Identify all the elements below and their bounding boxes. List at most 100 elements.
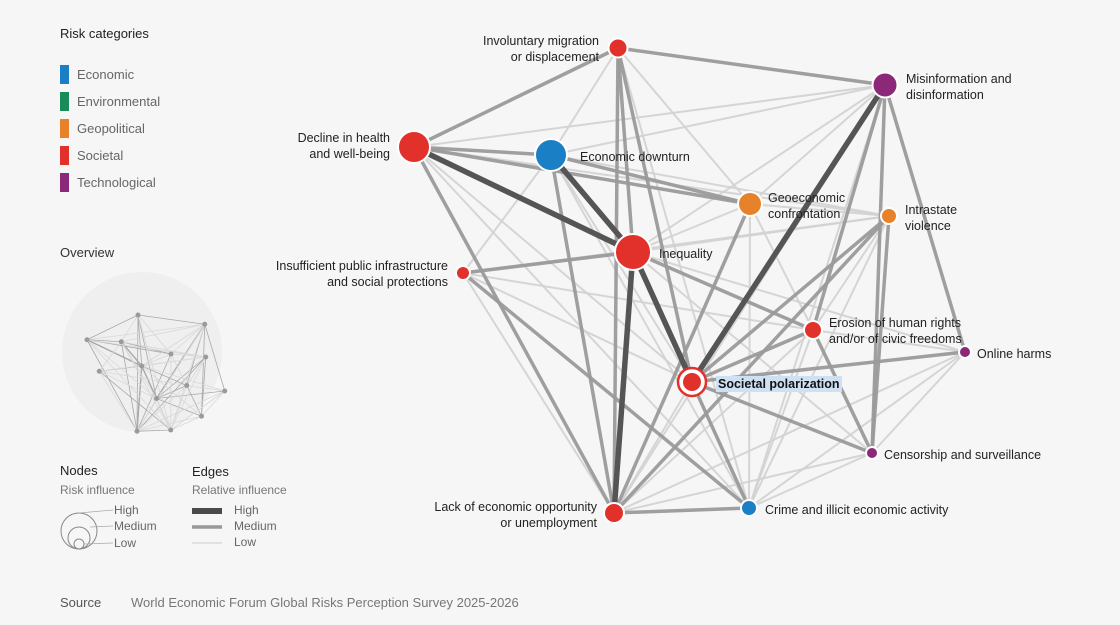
- category-label: Economic: [77, 67, 135, 82]
- node-label-line: or displacement: [510, 50, 599, 64]
- category-label: Societal: [77, 148, 124, 163]
- node-label-economic-downturn[interactable]: Economic downturn: [580, 149, 690, 165]
- category-swatch: [60, 173, 69, 192]
- overview-edge: [137, 314, 143, 367]
- node-label-censorship[interactable]: Censorship and surveillance: [884, 447, 1041, 463]
- node-label-societal-polarization[interactable]: Societal polarization: [716, 376, 842, 392]
- node-insufficient-infrastructure[interactable]: [455, 265, 471, 281]
- category-label: Technological: [77, 175, 156, 190]
- overview-node: [134, 428, 140, 434]
- overview-edge: [156, 398, 172, 431]
- edge-geoeconomic-confrontation-erosion-rights: [749, 203, 814, 331]
- node-lack-opportunity[interactable]: [603, 502, 625, 524]
- overview-edge: [136, 429, 171, 432]
- edge-inequality-erosion-rights: [631, 250, 815, 332]
- edge-involuntary-migration-crime: [617, 47, 750, 509]
- overview-edge: [121, 341, 206, 358]
- overview-edge: [136, 415, 202, 432]
- node-circle: [607, 37, 629, 59]
- node-label-online-harms[interactable]: Online harms: [977, 346, 1051, 362]
- overview-edge: [99, 356, 206, 372]
- category-label: Geopolitical: [77, 121, 145, 136]
- node-involuntary-migration[interactable]: [607, 37, 629, 59]
- overview-edge: [86, 339, 157, 399]
- edge-censorship-crime: [748, 452, 873, 509]
- node-geoeconomic-confrontation[interactable]: [737, 191, 763, 217]
- overview-edge: [186, 385, 225, 392]
- overview-minimap[interactable]: [55, 260, 230, 455]
- overview-node: [118, 339, 124, 345]
- node-label-line: Insufficient public infrastructure: [275, 259, 448, 273]
- category-swatch: [60, 119, 69, 138]
- category-technological[interactable]: Technological: [60, 169, 160, 196]
- node-label-line: or unemployment: [500, 516, 597, 530]
- edges-legend-subtitle: Relative influence: [192, 483, 287, 497]
- node-circle: [614, 233, 652, 271]
- overview-edge: [137, 314, 172, 355]
- node-label-line: Societal polarization: [718, 377, 840, 391]
- edge-censorship-inequality: [632, 251, 873, 454]
- node-misinformation[interactable]: [871, 71, 899, 99]
- node-online-harms[interactable]: [958, 345, 972, 359]
- node-label-line: Crime and illicit economic activity: [765, 503, 949, 517]
- node-size-high-label: High: [114, 503, 139, 517]
- node-societal-polarization[interactable]: [676, 366, 708, 398]
- node-crime[interactable]: [740, 499, 758, 517]
- edge-weight-legend: [192, 508, 222, 544]
- category-geopolitical[interactable]: Geopolitical: [60, 115, 160, 142]
- edge-societal-polarization-lack-opportunity: [613, 381, 693, 514]
- overview-title: Overview: [60, 245, 115, 260]
- node-intrastate-violence[interactable]: [880, 207, 898, 225]
- overview-edge: [98, 371, 138, 432]
- node-circle: [803, 320, 823, 340]
- node-circle: [397, 130, 431, 164]
- edge-insufficient-infrastructure-crime: [461, 271, 751, 510]
- node-size-high-leader: [78, 509, 114, 514]
- edge-intrastate-violence-erosion-rights: [812, 215, 890, 331]
- edge-erosion-rights-societal-polarization: [690, 328, 815, 384]
- node-label-line: and well-being: [309, 147, 390, 161]
- node-label-line: Economic downturn: [580, 150, 690, 164]
- overview-edge: [120, 314, 139, 342]
- node-label-line: Intrastate: [905, 203, 958, 217]
- overview-edge: [137, 314, 157, 399]
- category-economic[interactable]: Economic: [60, 61, 160, 88]
- node-circle: [880, 207, 898, 225]
- category-societal[interactable]: Societal: [60, 142, 160, 169]
- edge-inequality-lack-opportunity: [611, 249, 636, 516]
- node-decline-health[interactable]: [397, 130, 431, 164]
- node-label-crime[interactable]: Crime and illicit economic activity: [765, 502, 948, 518]
- overview-edge: [201, 356, 207, 417]
- node-label-line: Geoeconomic: [768, 191, 846, 205]
- overview-node: [199, 413, 204, 419]
- overview-edge: [136, 390, 225, 432]
- node-circle: [871, 71, 899, 99]
- nodes-layer: [397, 37, 972, 524]
- overview-edge: [120, 341, 157, 399]
- node-erosion-rights[interactable]: [803, 320, 823, 340]
- risk-categories-title: Risk categories: [60, 26, 149, 41]
- overview-node: [168, 351, 174, 357]
- edge-misinformation-crime: [748, 84, 886, 509]
- node-censorship[interactable]: [865, 446, 879, 460]
- overview-edge: [201, 324, 206, 417]
- node-label-inequality[interactable]: Inequality: [659, 246, 713, 262]
- node-economic-downturn[interactable]: [534, 138, 568, 172]
- edge-misinformation-geoeconomic-confrontation: [749, 84, 886, 205]
- overview-node: [154, 396, 159, 401]
- overview-edge: [156, 390, 225, 399]
- edge-involuntary-migration-societal-polarization: [616, 46, 694, 384]
- node-label-line: Erosion of human rights: [829, 316, 962, 330]
- edge-lack-opportunity-crime: [612, 506, 751, 515]
- overview-edge: [141, 323, 205, 367]
- node-inequality[interactable]: [614, 233, 652, 271]
- category-environmental[interactable]: Environmental: [60, 88, 160, 115]
